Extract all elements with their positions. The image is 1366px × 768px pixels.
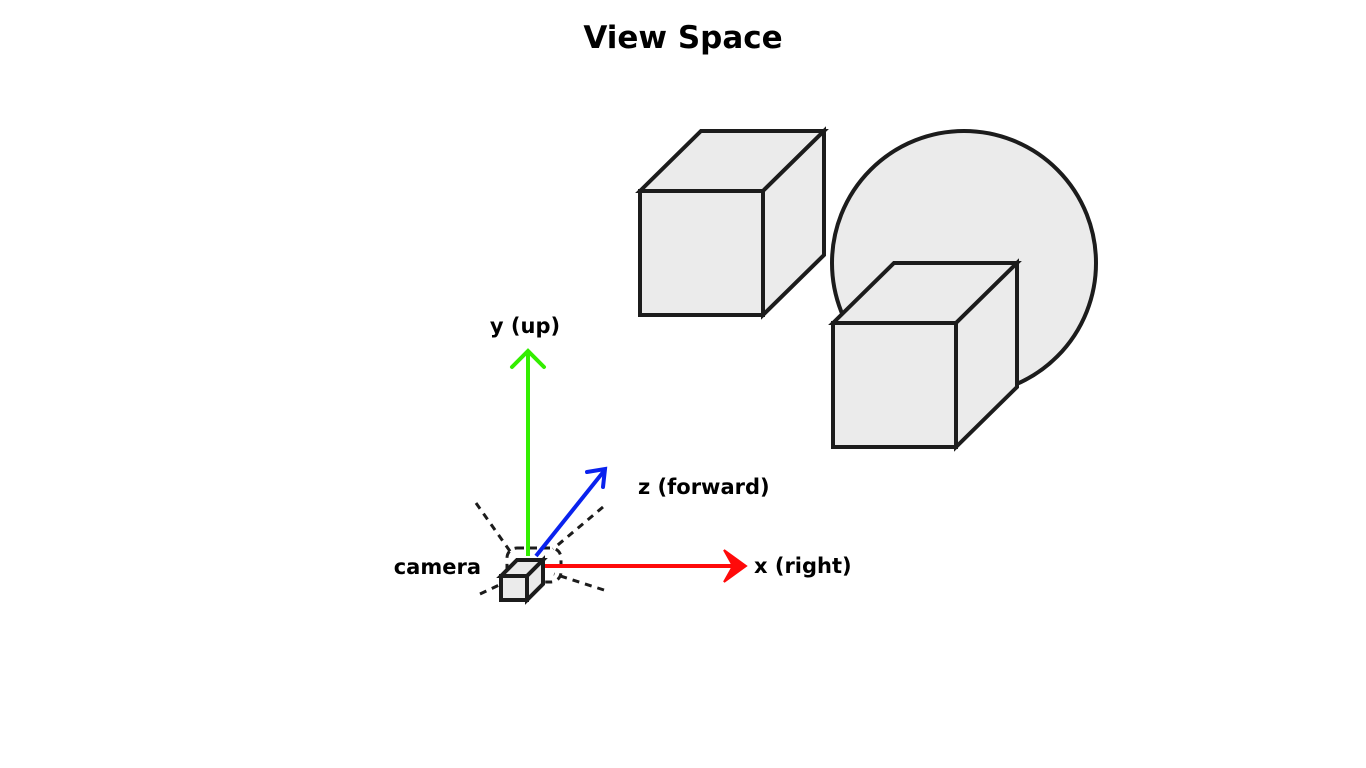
cube-top-left	[635, 126, 829, 320]
z-axis-line	[534, 469, 606, 558]
cube-front-right	[828, 258, 1022, 452]
x-axis-arrow	[544, 549, 748, 583]
y-axis-label: y (up)	[490, 314, 560, 338]
camera-label: camera	[394, 555, 481, 579]
x-axis-label: x (right)	[754, 554, 852, 578]
y-axis-arrowhead	[510, 348, 546, 369]
z-axis-arrow	[534, 466, 608, 558]
camera-cube-icon	[496, 555, 548, 605]
x-axis-arrowhead	[723, 549, 748, 583]
y-axis-arrow	[510, 348, 546, 556]
diagram-title: View Space	[583, 20, 782, 56]
z-axis-label: z (forward)	[638, 475, 770, 499]
z-axis-arrowhead	[585, 466, 608, 489]
